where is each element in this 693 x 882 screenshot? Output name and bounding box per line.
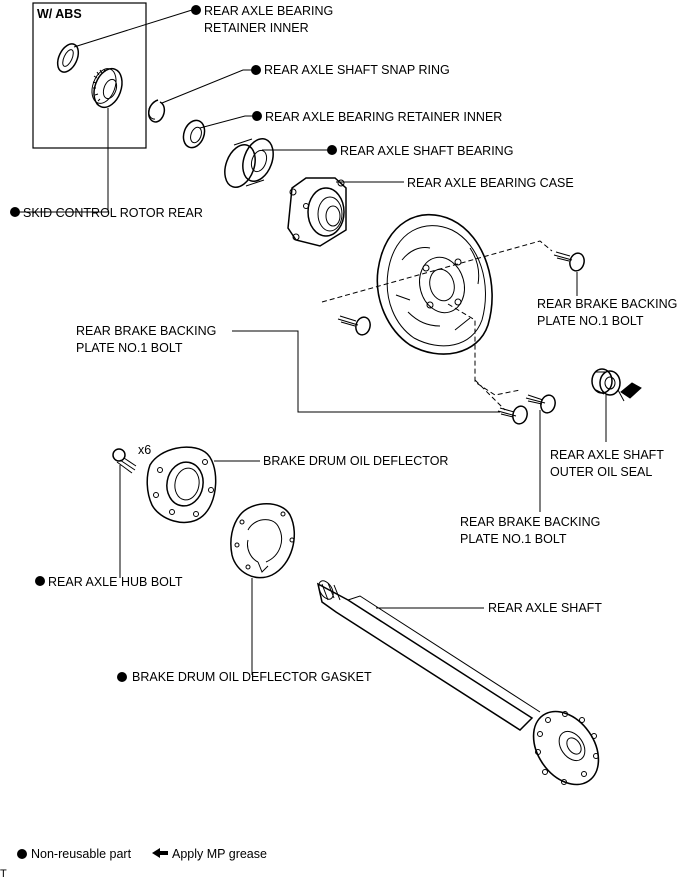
label-backing-bolt-left-line1: REAR BRAKE BACKING	[76, 324, 217, 338]
label-hub-bolt-qty: x6	[138, 443, 152, 457]
legend-grease-arrow-icon	[152, 848, 168, 858]
label-deflector-gasket: BRAKE DRUM OIL DEFLECTOR GASKET	[132, 670, 372, 684]
leader-abs-retainer	[73, 9, 193, 48]
backing-bolt-left	[337, 315, 371, 336]
backing-bolt-lower-2	[497, 405, 528, 425]
brake-backing-plate	[376, 213, 493, 355]
hub-bolt	[112, 448, 137, 474]
backing-bolt-upper	[553, 251, 585, 272]
rear-axle-shaft	[316, 580, 600, 786]
abs-bearing-retainer-ring	[56, 43, 80, 73]
label-snap-ring: REAR AXLE SHAFT SNAP RING	[264, 63, 450, 77]
label-bearing-case: REAR AXLE BEARING CASE	[407, 176, 574, 190]
legend-apply-grease: Apply MP grease	[172, 847, 267, 861]
leader-skid-rotor	[15, 108, 109, 213]
outer-oil-seal	[591, 368, 621, 396]
w-abs-title: W/ ABS	[37, 7, 82, 21]
brake-drum-oil-deflector	[146, 446, 217, 524]
label-oil-deflector: BRAKE DRUM OIL DEFLECTOR	[263, 454, 449, 468]
skid-control-rotor	[91, 67, 123, 109]
leader-retainer-inner	[199, 115, 257, 129]
label-outer-oil-seal-line1: REAR AXLE SHAFT	[550, 448, 664, 462]
shaft-bearing	[224, 138, 274, 188]
leader-bolt-left	[232, 330, 500, 413]
label-backing-bolt-right-line2: PLATE NO.1 BOLT	[537, 314, 644, 328]
label-axle-shaft: REAR AXLE SHAFT	[488, 601, 602, 615]
bearing-case	[287, 177, 347, 247]
brake-drum-oil-deflector-gasket	[230, 503, 295, 579]
dashed-line-lower	[447, 303, 521, 396]
legend-non-reusable: Non-reusable part	[31, 847, 132, 861]
label-hub-bolt: REAR AXLE HUB BOLT	[48, 575, 183, 589]
corner-mark: T	[0, 868, 7, 880]
label-skid-control-rotor: SKID CONTROL ROTOR REAR	[23, 206, 203, 220]
leader-snap-ring	[161, 69, 256, 104]
backing-bolt-lower-1	[525, 394, 556, 414]
label-abs-retainer-line2: RETAINER INNER	[204, 21, 309, 35]
dashed-line-upper	[321, 240, 553, 303]
bearing-retainer-inner	[182, 119, 206, 149]
label-abs-retainer-line1: REAR AXLE BEARING	[204, 4, 334, 18]
label-backing-bolt-lower-line2: PLATE NO.1 BOLT	[460, 532, 567, 546]
label-shaft-bearing: REAR AXLE SHAFT BEARING	[340, 144, 514, 158]
label-backing-bolt-right-line1: REAR BRAKE BACKING	[537, 297, 678, 311]
grease-arrow	[617, 382, 642, 402]
label-retainer-inner: REAR AXLE BEARING RETAINER INNER	[265, 110, 503, 124]
label-backing-bolt-left-line2: PLATE NO.1 BOLT	[76, 341, 183, 355]
w-abs-box	[32, 2, 147, 149]
label-outer-oil-seal-line2: OUTER OIL SEAL	[550, 465, 653, 479]
label-backing-bolt-lower-line1: REAR BRAKE BACKING	[460, 515, 601, 529]
